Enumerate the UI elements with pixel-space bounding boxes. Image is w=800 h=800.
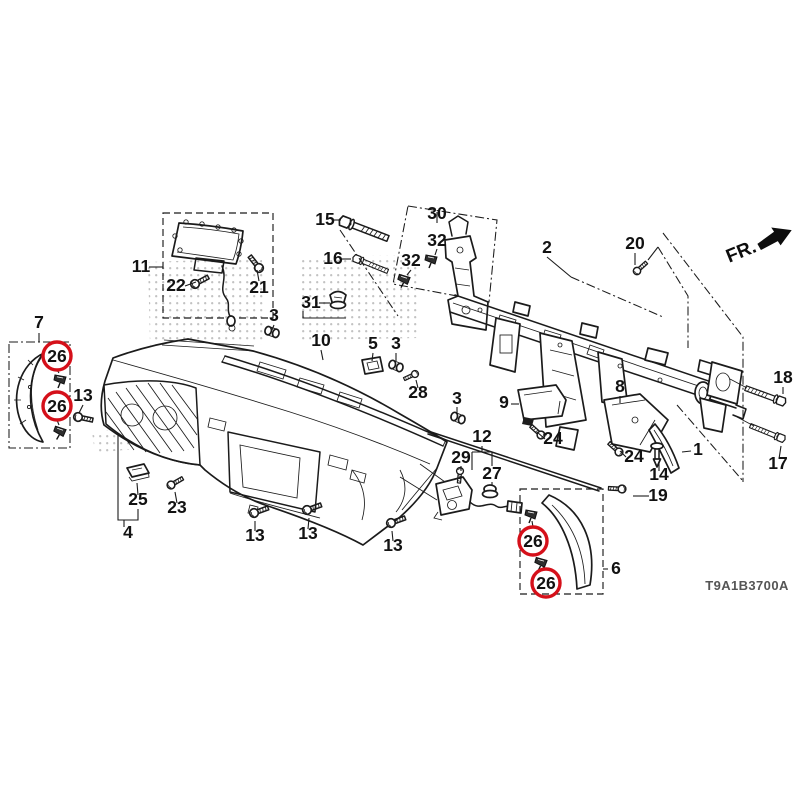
callout-26: 26 (536, 573, 556, 593)
bracket-1 (648, 423, 680, 474)
fr-arrow-icon (757, 227, 792, 251)
callout-16: 16 (323, 248, 343, 268)
callout-29: 29 (451, 447, 471, 467)
fasteners-15-16-31 (302, 213, 391, 319)
callout-27: 27 (482, 463, 501, 483)
clip-32 (424, 254, 438, 269)
callout-31: 31 (301, 292, 321, 312)
screw-23 (164, 474, 186, 492)
callout-13: 13 (73, 385, 93, 405)
callout-19: 19 (648, 485, 668, 505)
bolt-17 (748, 421, 788, 444)
part-12-sensor-unit (427, 430, 627, 521)
callout-25: 25 (128, 489, 148, 509)
bolt-20 (631, 259, 650, 277)
clip-26 (51, 425, 68, 442)
callout-13: 13 (245, 525, 265, 545)
clip-5 (361, 356, 384, 375)
callout-15: 15 (315, 209, 335, 229)
callout-9: 9 (499, 392, 509, 412)
lower-brackets (517, 384, 680, 474)
callout-10: 10 (311, 330, 331, 350)
bolt-18 (743, 383, 788, 408)
part-11-passenger-airbag (162, 212, 281, 339)
highlight-circle-26 (41, 340, 73, 372)
callout-3: 3 (269, 305, 279, 325)
side-bolts (729, 378, 788, 444)
callout-22: 22 (166, 275, 186, 295)
callout-32: 32 (427, 230, 447, 250)
callout-3: 3 (452, 388, 462, 408)
callout-7: 7 (34, 312, 44, 332)
pin-3 (386, 358, 406, 374)
callout-8: 8 (615, 376, 625, 396)
callout-6: 6 (611, 558, 621, 578)
callout-30: 30 (427, 203, 447, 223)
callout-26: 26 (47, 346, 67, 366)
callout-11: 11 (132, 256, 151, 276)
part-2-steering-hanger-beam (339, 205, 747, 482)
callout-3: 3 (391, 333, 401, 353)
bracket-9 (517, 384, 567, 421)
callout-13: 13 (298, 523, 318, 543)
callout-24: 24 (543, 428, 563, 448)
fr-direction-indicator: FR. (723, 227, 792, 268)
callout-1: 1 (693, 439, 703, 459)
screw-13 (72, 411, 95, 426)
callout-14: 14 (649, 464, 669, 484)
rivet-14 (650, 442, 664, 468)
part-4-instrument-panel (100, 338, 453, 546)
highlight-circle-26 (41, 390, 73, 422)
callout-2: 2 (542, 237, 552, 257)
clip-26 (53, 374, 67, 389)
callout-26: 26 (47, 396, 67, 416)
bolt-19 (607, 483, 627, 494)
clip-25 (126, 463, 150, 478)
callout-21: 21 (249, 277, 269, 297)
callout-26: 26 (523, 531, 543, 551)
callout-20: 20 (625, 233, 645, 253)
callout-17: 17 (768, 453, 787, 473)
bolt-15 (336, 213, 391, 245)
highlight-circle-26 (517, 525, 549, 557)
callout-18: 18 (773, 367, 793, 387)
callout-23: 23 (167, 497, 187, 517)
diagram-code: T9A1B3700A (705, 578, 789, 593)
callout-5: 5 (368, 333, 378, 353)
callout-13: 13 (383, 535, 403, 555)
screw-13 (247, 502, 271, 520)
callout-4: 4 (123, 522, 133, 542)
callout-24: 24 (624, 446, 644, 466)
clip-26 (524, 509, 538, 524)
pin-3 (448, 410, 468, 426)
panel-fasteners (126, 356, 468, 530)
pin-3 (263, 325, 281, 339)
fr-label: FR. (723, 237, 759, 268)
highlight-circle-26 (530, 567, 562, 599)
callout-28: 28 (408, 382, 428, 402)
callout-labels: 7 26 26 13 11 22 21 3 15 16 31 10 5 3 30… (34, 203, 793, 593)
part-7-corner-garnish (8, 341, 95, 449)
callout-32: 32 (401, 250, 421, 270)
screw-28 (401, 368, 421, 383)
callout-12: 12 (472, 426, 492, 446)
highlight-circles (41, 340, 562, 599)
